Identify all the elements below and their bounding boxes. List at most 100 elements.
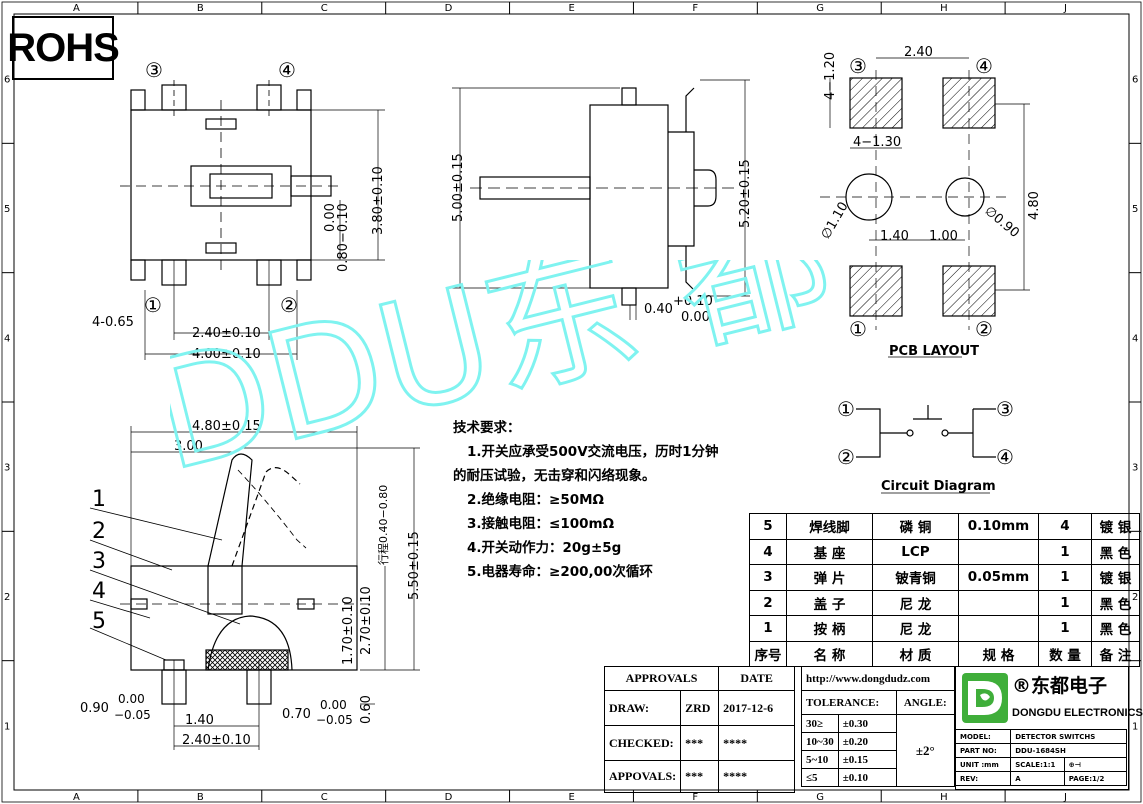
scale-label: SCALE:1:1 [1010, 757, 1065, 772]
section-labels: 1 2 3 4 5 4.80±0.15 3.00 行程0.40−0.80 5.5… [80, 419, 422, 748]
appovals-date: **** [718, 760, 796, 793]
dim-offset-a: 0.00 [323, 203, 338, 232]
bom-cell: 4 [749, 538, 787, 565]
bom-cell: 弹 片 [786, 564, 873, 591]
grid-column-label: F [692, 792, 698, 803]
sec-dim-travel: 行程0.40−0.80 [377, 485, 390, 565]
circuit-labels: ① ② ③ ④ Circuit Diagram [837, 397, 1014, 494]
bom-cell: 黑 色 [1091, 589, 1140, 616]
bom-header-cell: 数 量 [1038, 640, 1092, 667]
bom-cell: 1 [1038, 589, 1092, 616]
model-table: MODEL:DETECTOR SWITCHS PART NO:DDU-1684S… [954, 729, 1128, 786]
model-value: DETECTOR SWITCHS [1010, 729, 1127, 744]
appovals-label: APPOVALS: [603, 760, 682, 793]
pcb-dim-pitch: 2.40 [904, 45, 933, 60]
draw-date: 2017-12-6 [718, 690, 796, 726]
grid-row-label: 5 [1132, 204, 1138, 215]
pcb-dim-d2: 1.00 [929, 229, 958, 244]
sec-dim-p4a: 0.70 [282, 707, 311, 722]
sec-dim-width: 4.80±0.15 [192, 419, 261, 434]
pcb-pin-3: ③ [849, 54, 867, 78]
grid-row-label: 3 [1132, 463, 1138, 474]
circuit-pin-1: ① [837, 397, 855, 421]
part-3-label: 3 [92, 549, 106, 574]
bom-header-row: 序号名 称材 质规 格数 量备 注 [749, 640, 1140, 667]
pcb-pin-4: ④ [975, 54, 993, 78]
page-label: PAGE:1/2 [1063, 771, 1128, 786]
sec-dim-p3a: 0.90 [80, 701, 109, 716]
bom-cell: 1 [1038, 538, 1092, 565]
grid-column-label: F [692, 3, 698, 14]
grid-row-label: 6 [1132, 75, 1138, 86]
sec-dim-p4c: −0.05 [316, 713, 353, 727]
bom-cell: 1 [749, 615, 787, 642]
grid-row-label: 3 [4, 463, 10, 474]
bom-header-cell: 序号 [749, 640, 787, 667]
tech-item-4: 4.开关动作力：20g±5g [467, 540, 622, 556]
dim-side-bottom-c: 0.00 [681, 310, 710, 325]
pin-2-label: ② [280, 293, 298, 317]
circuit-pin-2: ② [837, 445, 855, 469]
bom-header-cell: 材 质 [872, 640, 959, 667]
tech-item-1: 1.开关应承受500V交流电压，历时1分钟 [467, 444, 719, 460]
top-view-labels: ③ ④ ① ② 4-0.65 2.40±0.10 4.00±0.10 3.80±… [92, 58, 386, 362]
tolerance-block: http://www.dongdudz.com TOLERANCE:ANGLE:… [801, 666, 955, 787]
grid-column-label: G [816, 3, 824, 14]
checked-by: *** [680, 725, 720, 761]
bom-cell: 0.10mm [958, 513, 1039, 540]
side-view [452, 79, 750, 320]
grid-row-label: 2 [4, 592, 10, 603]
bom-cell: 盖 子 [786, 589, 873, 616]
part-1-label: 1 [92, 487, 106, 512]
part-no-label: PART NO: [954, 743, 1012, 758]
sec-dim-h2: 2.70±0.10 [359, 586, 374, 655]
pcb-dim-height: 4.80 [1027, 191, 1042, 220]
pcb-dim-pad-h: 4−1.20 [823, 52, 838, 100]
dim-offset-b: 0.80−0.10 [336, 203, 351, 272]
part-2-label: 2 [92, 519, 106, 544]
sec-dim-pitch: 2.40±0.10 [182, 733, 251, 748]
tol-value: ±0.15 [837, 750, 897, 769]
tol-range: 30≥ [801, 714, 839, 733]
tech-item-5: 5.电器寿命：≥200,00次循环 [467, 564, 653, 580]
circuit-pin-3: ③ [996, 397, 1014, 421]
grid-row-label: 5 [4, 204, 10, 215]
tol-value: ±0.10 [837, 768, 897, 787]
draw-label: DRAW: [603, 690, 682, 726]
pin-3-label: ③ [145, 58, 163, 82]
grid-column-label: E [569, 792, 575, 803]
grid-column-label: A [73, 3, 80, 14]
tol-range: 10~30 [801, 732, 839, 751]
tol-range: ≤5 [801, 768, 839, 787]
pcb-pin-1: ① [849, 317, 867, 341]
grid-row-label: 4 [1132, 333, 1138, 344]
sec-dim-height: 5.50±0.15 [407, 531, 422, 600]
bom-cell: 镀 银 [1091, 513, 1140, 540]
bom-cell: 尼 龙 [872, 589, 959, 616]
grid-column-label: A [73, 792, 80, 803]
tol-value: ±0.30 [837, 714, 897, 733]
bom-header-cell: 规 格 [958, 640, 1039, 667]
date-header: DATE [718, 666, 796, 691]
tech-item-2: 2.绝缘电阻：≥50MΩ [467, 492, 605, 508]
part-no-value: DDU-1684SH [1010, 743, 1127, 758]
grid-column-label: J [1063, 3, 1067, 14]
bom-header-cell: 名 称 [786, 640, 873, 667]
grid-column-label: C [321, 3, 328, 14]
bom-cell: 4 [1038, 513, 1092, 540]
part-5-label: 5 [92, 609, 106, 634]
tol-value: ±0.20 [837, 732, 897, 751]
dim-height: 3.80±0.10 [371, 166, 386, 235]
bom-cell: 黑 色 [1091, 538, 1140, 565]
pin-1-label: ① [144, 293, 162, 317]
bom-cell: 1 [1038, 615, 1092, 642]
grid-column-label: G [816, 792, 824, 803]
pcb-layout [820, 57, 1030, 358]
sec-dim-lever: 3.00 [174, 439, 203, 454]
grid-column-label: H [940, 792, 948, 803]
part-4-label: 4 [92, 579, 106, 604]
dim-width: 4.00±0.10 [192, 347, 261, 362]
